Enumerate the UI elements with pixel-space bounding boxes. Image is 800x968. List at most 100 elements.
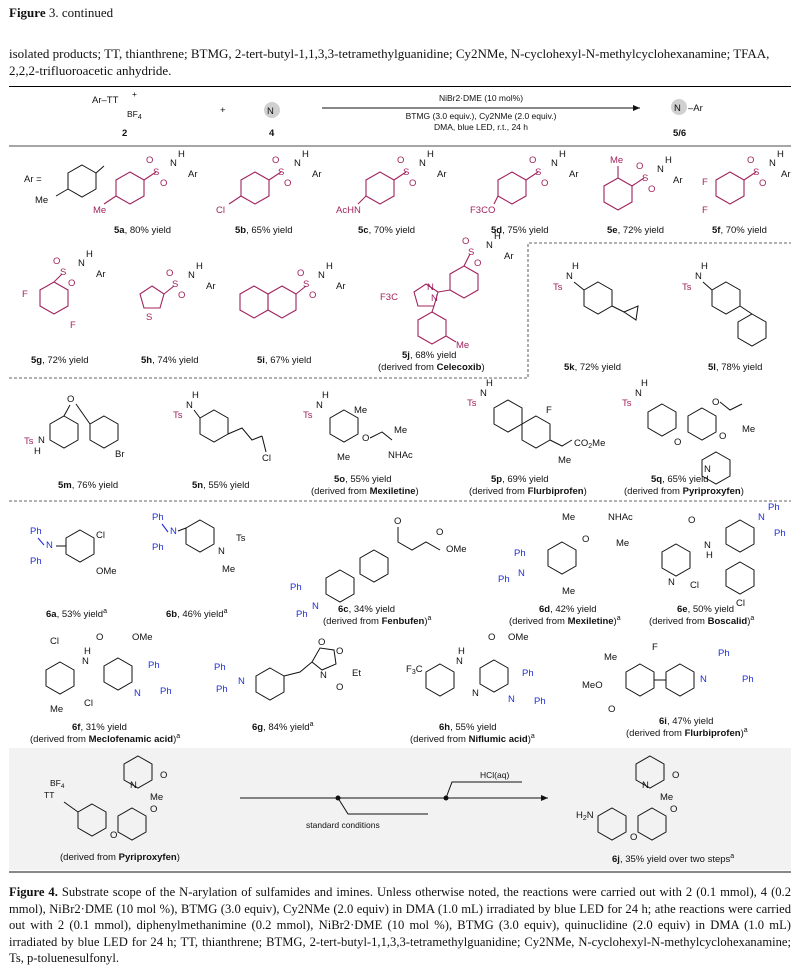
row-2-labels: 5g, 72% yield 5h, 74% yield 5i, 67% yiel… <box>31 350 485 373</box>
svg-text:Ph: Ph <box>296 609 308 620</box>
svg-text:Ts: Ts <box>467 398 477 409</box>
svg-text:H: H <box>572 261 579 272</box>
svg-text:S: S <box>468 247 474 258</box>
svg-text:O: O <box>488 632 495 643</box>
svg-text:N: N <box>78 258 85 269</box>
svg-text:H: H <box>559 149 566 160</box>
svg-text:N: N <box>657 164 664 175</box>
structure-5f: F F S OO NH Ar <box>702 149 791 216</box>
svg-text:F3C: F3C <box>380 292 398 303</box>
svg-text:N: N <box>508 694 515 705</box>
row-4-labels: 6a, 53% yielda 6b, 46% yielda 6c, 34% yi… <box>46 604 754 627</box>
svg-text:F: F <box>546 405 552 416</box>
svg-text:O: O <box>53 256 60 267</box>
structure-6h: F3C NH O OMe N N Ph Ph <box>406 632 546 707</box>
derived-5q: (derived from Pyriproxyfen) <box>624 486 744 497</box>
label-6f: 6f, 31% yield <box>72 722 127 733</box>
svg-text:H: H <box>777 149 784 160</box>
top-rule <box>9 86 791 87</box>
label-5m: 5m, 76% yield <box>58 480 118 491</box>
svg-text:O: O <box>96 632 103 643</box>
svg-text:Me: Me <box>222 564 235 575</box>
step2-reagent: HCl(aq) <box>480 770 509 780</box>
svg-text:S: S <box>753 167 759 178</box>
svg-text:N: N <box>46 540 53 551</box>
svg-text:H: H <box>34 446 41 457</box>
general-scheme: Ar–TT + BF4 2 + N 4 NiBr2·DME (10 mol%) … <box>92 89 703 139</box>
derived-6h: (derived from Niflumic acid)a <box>410 733 535 745</box>
derived-6i: (derived from Flurbiprofen)a <box>626 727 748 739</box>
svg-text:O: O <box>688 515 695 526</box>
svg-text:N: N <box>186 400 193 411</box>
svg-text:O: O <box>146 155 153 166</box>
svg-text:Me: Me <box>562 586 575 597</box>
svg-text:Ph: Ph <box>216 684 228 695</box>
svg-text:F: F <box>702 177 708 188</box>
structure-6a: Ph N Ph Cl OMe <box>30 526 117 577</box>
svg-text:N: N <box>318 270 325 281</box>
product-label: 5/6 <box>673 128 686 139</box>
label-5h: 5h, 74% yield <box>141 355 199 366</box>
label-5f: 5f, 70% yield <box>712 225 767 236</box>
svg-text:Cl: Cl <box>50 636 59 647</box>
row-sulfonamides-2: F F S OO NH Ar S S OO NH Ar S OO NH Ar <box>22 231 514 351</box>
svg-text:H: H <box>326 261 333 272</box>
svg-text:Cl: Cl <box>262 453 271 464</box>
svg-text:OMe: OMe <box>96 566 117 577</box>
row-sulfonamides-1: Me S OO NH Ar Cl S OO NH Ar AcHN S OO NH <box>93 149 791 216</box>
svg-text:O: O <box>672 770 679 781</box>
svg-text:Ts: Ts <box>173 410 183 421</box>
svg-text:H: H <box>86 249 93 260</box>
label-5p: 5p, 69% yield <box>491 474 549 485</box>
svg-text:Ts: Ts <box>24 436 34 447</box>
structure-5k: Ts NH <box>553 261 639 321</box>
svg-text:Me: Me <box>50 704 63 715</box>
svg-text:Me: Me <box>562 512 575 523</box>
structure-5j: F3C N N S OO NH Ar Me <box>380 231 514 351</box>
svg-text:Me: Me <box>660 792 673 803</box>
structure-5l: Ts NH <box>682 261 767 347</box>
svg-text:O: O <box>608 704 615 715</box>
row-5-labels: 6f, 31% yield (derived from Meclofenamic… <box>30 716 748 745</box>
svg-text:Ph: Ph <box>152 542 164 553</box>
caption-text: Substrate scope of the N-arylation of su… <box>9 885 792 965</box>
svg-text:O: O <box>747 155 754 166</box>
svg-text:N: N <box>312 601 319 612</box>
svg-text:O: O <box>297 268 304 279</box>
derived-6f: (derived from Meclofenamic acid)a <box>30 733 180 745</box>
label-5b: 5b, 65% yield <box>235 225 293 236</box>
svg-text:N: N <box>695 271 702 282</box>
previous-figure-legend: isolated products; TT, thianthrene; BTMG… <box>9 46 770 78</box>
svg-text:Ph: Ph <box>522 668 534 679</box>
row-1-labels: 5a, 80% yield 5b, 65% yield 5c, 70% yiel… <box>114 225 767 236</box>
svg-text:Ts: Ts <box>303 410 313 421</box>
svg-text:N: N <box>635 388 642 399</box>
sequence-panel <box>9 748 791 870</box>
svg-text:N: N <box>472 688 479 699</box>
svg-text:F: F <box>70 320 76 331</box>
svg-text:Ar: Ar <box>569 169 579 180</box>
svg-text:F: F <box>702 205 708 216</box>
structure-5p: Ts NH F CO2Me Me <box>467 378 605 466</box>
svg-text:H: H <box>84 646 91 657</box>
svg-text:Ph: Ph <box>30 556 42 567</box>
label-6a: 6a, 53% yielda <box>46 608 107 620</box>
svg-text:NHAc: NHAc <box>388 450 413 461</box>
product-ar: –Ar <box>688 103 703 114</box>
svg-text:Cl: Cl <box>84 698 93 709</box>
svg-text:N: N <box>700 674 707 685</box>
step1-reagent: standard conditions <box>306 820 380 830</box>
svg-text:Ar: Ar <box>188 169 198 180</box>
label-5n: 5n, 55% yield <box>192 480 250 491</box>
svg-text:Ph: Ph <box>160 686 172 697</box>
svg-text:N: N <box>758 512 765 523</box>
label-5q: 5q, 65% yield <box>651 474 709 485</box>
svg-text:Ar: Ar <box>673 175 683 186</box>
svg-text:O: O <box>670 804 677 815</box>
svg-text:O: O <box>541 178 548 189</box>
label-6c: 6c, 34% yield <box>338 604 395 615</box>
svg-text:O: O <box>318 637 325 648</box>
svg-text:Ph: Ph <box>774 528 786 539</box>
structure-6i: Me MeO O F N Ph Ph <box>582 642 754 715</box>
